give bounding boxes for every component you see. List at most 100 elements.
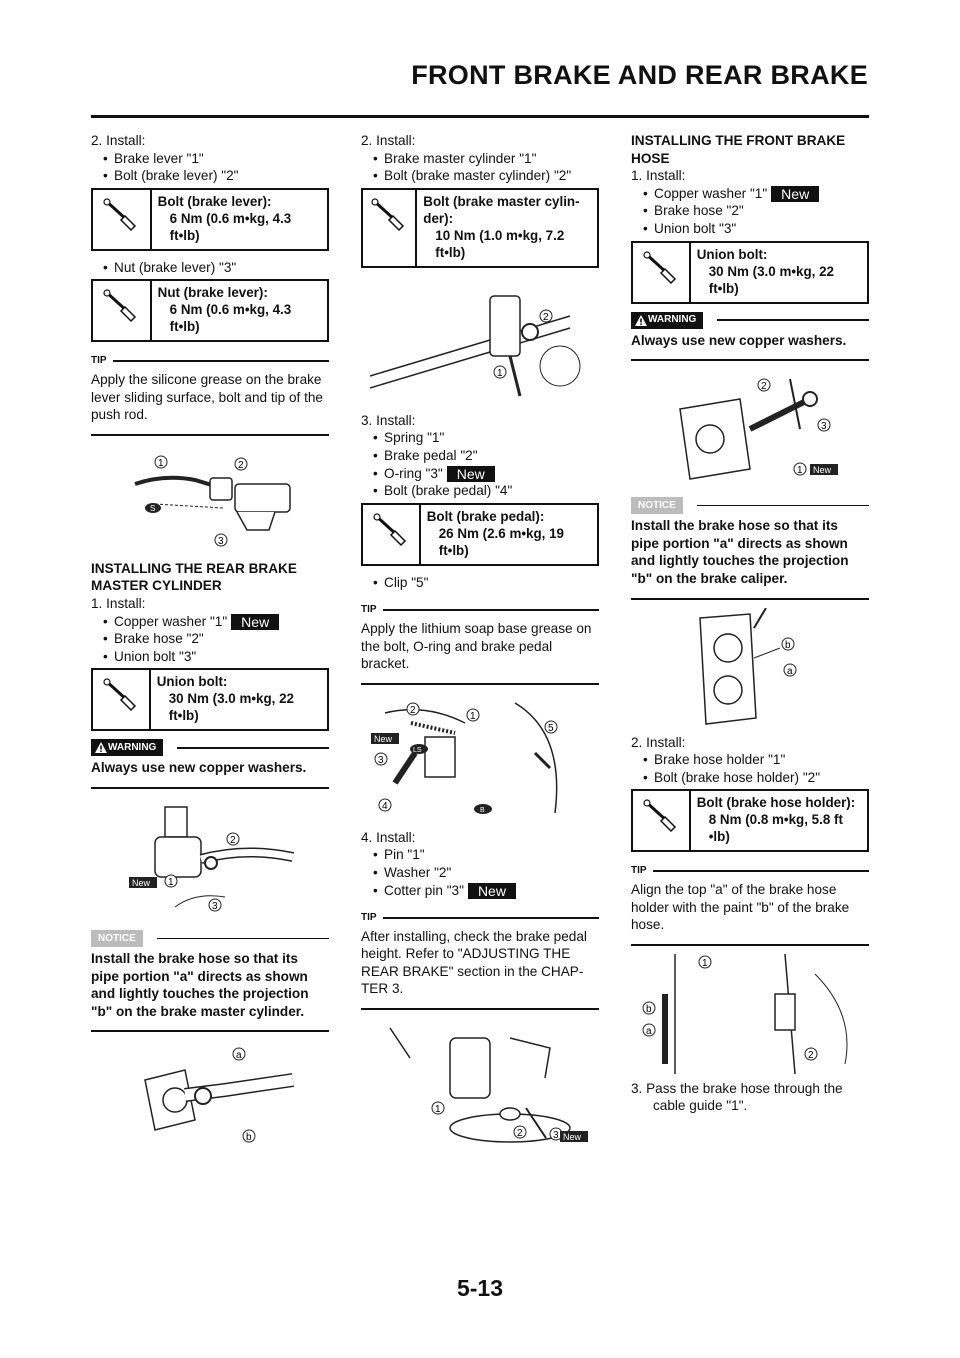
torque-spec-box: Bolt (brake hose holder):8 Nm (0.8 m•kg,… <box>631 789 869 853</box>
callout-3: 3 <box>212 901 218 912</box>
callout-a: a <box>236 1050 242 1061</box>
step-1-install: 1. Install: <box>91 595 146 611</box>
callout-1: 1 <box>168 877 174 888</box>
torque-spec-box: Bolt (brake pedal):26 Nm (2.6 m•kg, 19 f… <box>361 502 599 566</box>
step-1-install: 1. Install: <box>631 168 686 184</box>
new-badge: New <box>771 186 820 203</box>
column-3: INSTALLING THE FRONT BRAKE HOSE 1. Insta… <box>631 132 869 1115</box>
spec-value: 30 Nm (3.0 m•kg, 22 ft•lb) <box>168 691 294 724</box>
torque-spec-box: Union bolt:30 Nm (3.0 m•kg, 22 ft•lb) <box>631 240 869 304</box>
list-item: Bolt (brake pedal) "4" <box>373 482 599 500</box>
column-1: 2. Install: Brake lever "1" Bolt (brake … <box>91 132 329 1156</box>
new-badge: New <box>467 882 516 899</box>
step-3-pass-hose: 3. Pass the brake hose through the cable… <box>631 1080 843 1114</box>
page-title: FRONT BRAKE AND REAR BRAKE <box>411 60 868 90</box>
tip-header: TIP <box>91 352 329 370</box>
spec-title: Bolt (brake master cylin-der): <box>423 193 580 226</box>
torque-spec-box: Union bolt:30 Nm (3.0 m•kg, 22 ft•lb) <box>91 668 329 732</box>
list-item: Brake pedal "2" <box>373 447 599 465</box>
front-caliper-hose-figure: 2 3 1 New <box>679 378 838 481</box>
spec-title: Union bolt: <box>156 674 228 690</box>
warning-label: WARNING <box>108 742 157 754</box>
notice-header: NOTICE <box>631 497 869 515</box>
callout-3: 3 <box>553 1130 559 1141</box>
step-2-install: 2. Install: <box>91 133 146 148</box>
grease-mark: LS <box>413 747 422 754</box>
list-item: Spring "1" <box>373 429 599 447</box>
callout-b: b <box>246 1132 252 1143</box>
callout-1: 1 <box>158 458 164 469</box>
warning-text: Always use new copper washers. <box>631 329 869 362</box>
brake-lever-figure: 1 2 3 S <box>134 455 291 547</box>
new-badge: New <box>813 465 832 475</box>
tip-header: TIP <box>631 862 869 880</box>
spec-value: 6 Nm (0.6 m•kg, 4.3 ft•lb) <box>169 302 292 335</box>
torque-wrench-icon <box>103 289 137 323</box>
tip-label: TIP <box>91 355 107 367</box>
grease-mark: S <box>150 504 155 513</box>
callout-1: 1 <box>797 465 803 476</box>
spec-title: Union bolt: <box>696 246 768 262</box>
list-item: Washer "2" <box>373 864 599 882</box>
list-item: Bolt (brake hose holder) "2" <box>643 769 869 787</box>
callout-3: 3 <box>378 755 384 766</box>
callout-2: 2 <box>230 835 236 846</box>
step-2-install: 2. Install: <box>361 133 416 148</box>
page-number: 5-13 <box>456 1275 504 1301</box>
callout-b: b <box>646 1004 652 1015</box>
list-item: Bolt (brake master cylinder) "2" <box>373 167 599 185</box>
tip-header: TIP <box>361 601 599 619</box>
warning-text: Always use new copper washers. <box>91 756 329 789</box>
callout-2: 2 <box>543 312 549 323</box>
caliper-projection-figure: b a <box>699 607 797 725</box>
callout-2: 2 <box>761 381 767 392</box>
notice-label: NOTICE <box>631 497 683 515</box>
new-badge: New <box>231 613 280 630</box>
new-badge: New <box>563 1132 582 1142</box>
rear-master-cylinder-figure: 2 1 3 New <box>129 806 295 912</box>
callout-2: 2 <box>517 1128 523 1139</box>
torque-wrench-icon <box>371 198 405 231</box>
grease-mark: B <box>480 807 485 814</box>
callout-3: 3 <box>821 421 827 432</box>
tip-label: TIP <box>631 865 647 877</box>
spec-value: 6 Nm (0.6 m•kg, 4.3 ft•lb) <box>169 210 292 243</box>
notice-label: NOTICE <box>91 929 143 947</box>
torque-spec-box: Nut (brake lever):6 Nm (0.6 m•kg, 4.3 ft… <box>91 279 329 343</box>
tip-header: TIP <box>361 909 599 927</box>
torque-wrench-icon <box>643 250 676 284</box>
warning-header: WARNING <box>631 311 869 329</box>
spec-value: 10 Nm (1.0 m•kg, 7.2 ft•lb) <box>435 227 565 260</box>
list-item: Brake hose "2" <box>103 630 329 648</box>
brake-pedal-figure: 2 1 5 3 4 New LS B <box>371 702 558 814</box>
cotter-pin-figure: 1 2 3 New <box>389 1027 588 1143</box>
callout-1: 1 <box>702 958 708 969</box>
notice-header: NOTICE <box>91 929 329 947</box>
callout-1: 1 <box>497 368 503 379</box>
callout-a: a <box>646 1026 652 1037</box>
column-2: 2. Install: Brake master cylinder "1" Bo… <box>361 132 599 1154</box>
list-item: Pin "1" <box>373 846 599 864</box>
new-badge: New <box>374 734 393 744</box>
torque-wrench-icon <box>103 198 137 231</box>
callout-1: 1 <box>435 1104 441 1115</box>
callout-b: b <box>785 640 791 651</box>
warning-triangle-icon <box>635 314 647 326</box>
torque-wrench-icon <box>103 678 136 712</box>
notice-text: Install the brake hose so that its pipe … <box>631 514 869 600</box>
spec-title: Nut (brake lever): <box>157 285 268 301</box>
callout-3: 3 <box>218 536 224 547</box>
tip-label: TIP <box>361 912 377 924</box>
title-rule <box>91 115 869 118</box>
tip-label: TIP <box>361 604 377 616</box>
warning-triangle-icon <box>95 742 107 754</box>
new-badge: New <box>446 465 495 482</box>
list-item: Cotter pin "3"New <box>373 882 599 900</box>
list-item: Brake lever "1" <box>103 150 329 168</box>
new-badge: New <box>132 878 151 888</box>
hose-holder-figure: 1 b a 2 <box>642 953 848 1074</box>
torque-spec-box: Bolt (brake lever):6 Nm (0.6 m•kg, 4.3 f… <box>91 187 329 251</box>
callout-2: 2 <box>238 460 244 471</box>
callout-1: 1 <box>470 711 476 722</box>
spec-value: 30 Nm (3.0 m•kg, 22 ft•lb) <box>708 263 834 296</box>
